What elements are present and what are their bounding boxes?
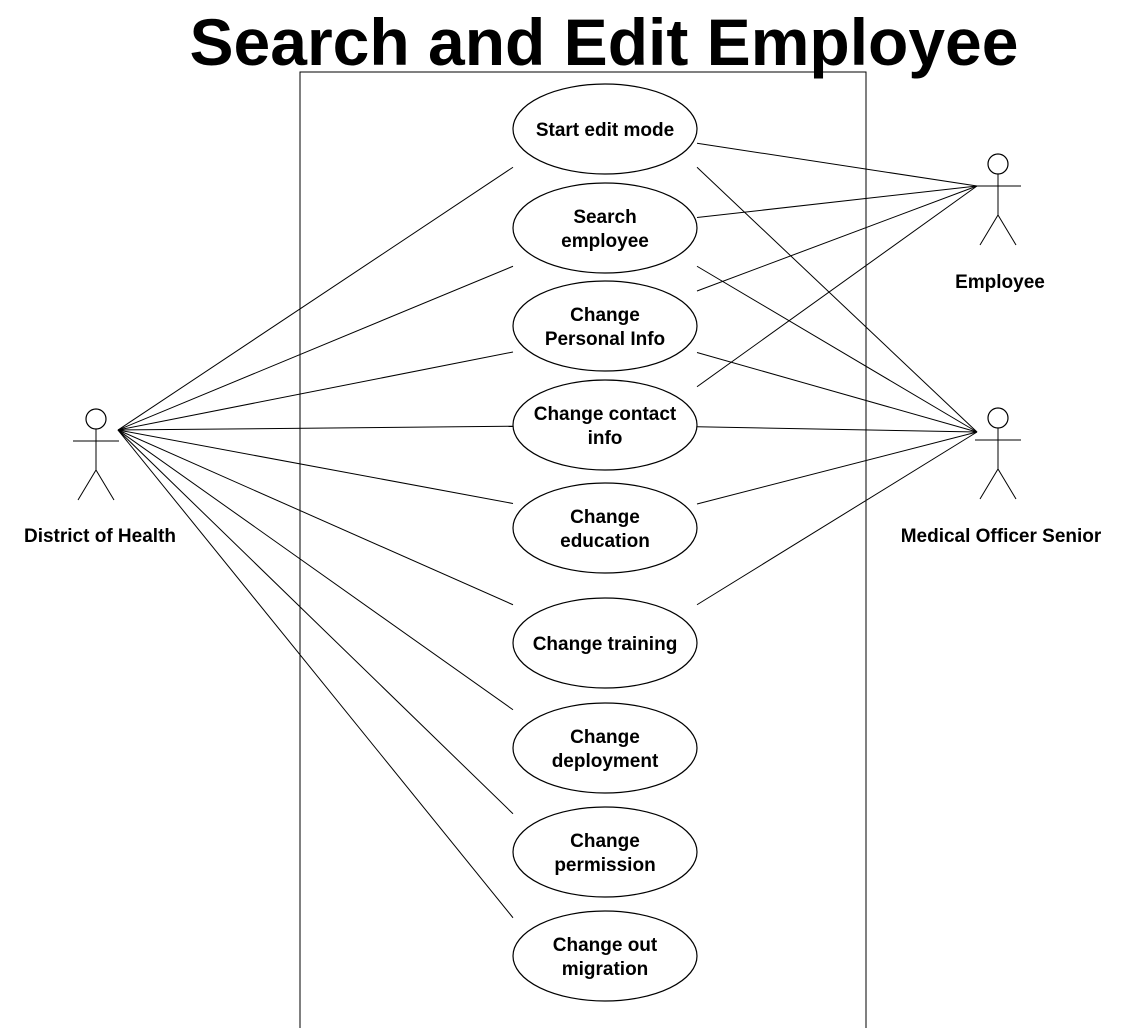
use-case-search: Search employee bbox=[512, 182, 698, 274]
association-doh-migration bbox=[117, 429, 514, 919]
use-case-label: Search bbox=[573, 207, 636, 228]
association-mos-education bbox=[696, 431, 978, 505]
association-doh-permission bbox=[117, 429, 514, 815]
use-case-education: Change education bbox=[512, 482, 698, 574]
use-case-permission: Change permission bbox=[512, 806, 698, 898]
association-mos-start_edit bbox=[696, 166, 978, 433]
use-case-label: employee bbox=[561, 231, 649, 252]
association-mos-personal bbox=[696, 352, 978, 433]
association-doh-deployment bbox=[117, 429, 514, 711]
actor-name: District of Health bbox=[24, 526, 176, 547]
association-emp-search bbox=[696, 185, 978, 218]
use-case-label: Change bbox=[570, 831, 640, 852]
actor-mos: Medical Officer Senior bbox=[901, 407, 1102, 547]
use-case-ellipse bbox=[512, 83, 698, 175]
use-case-ellipse bbox=[512, 182, 698, 274]
diagram-title: Search and Edit Employee bbox=[190, 5, 1019, 79]
actor-emp: Employee bbox=[955, 153, 1045, 293]
use-case-ellipse bbox=[512, 280, 698, 372]
use-case-label: Change bbox=[570, 507, 640, 528]
association-emp-start_edit bbox=[696, 142, 978, 187]
association-doh-start_edit bbox=[117, 166, 514, 431]
use-case-label: Personal Info bbox=[545, 329, 665, 350]
use-case-label: Change bbox=[570, 727, 640, 748]
use-cases: Start edit modeSearchemployeeChangePerso… bbox=[512, 83, 698, 1002]
actor-name: Employee bbox=[955, 272, 1045, 293]
use-case-start_edit: Start edit mode bbox=[512, 83, 698, 175]
use-case-label: Change bbox=[570, 305, 640, 326]
association-doh-education bbox=[117, 429, 514, 504]
use-case-ellipse bbox=[512, 379, 698, 471]
actor-name: Medical Officer Senior bbox=[901, 526, 1102, 547]
stick-figure-icon bbox=[975, 153, 1021, 246]
use-case-contact: Change contact info bbox=[512, 379, 698, 471]
use-case-label: Change out bbox=[553, 935, 658, 956]
use-case-ellipse bbox=[512, 597, 698, 689]
use-case-ellipse bbox=[512, 910, 698, 1002]
use-case-label: deployment bbox=[552, 751, 659, 772]
association-doh-personal bbox=[117, 351, 514, 431]
use-case-ellipse bbox=[512, 482, 698, 574]
association-doh-training bbox=[117, 429, 514, 606]
association-mos-training bbox=[696, 431, 978, 606]
use-case-label: Change contact bbox=[534, 404, 677, 425]
association-emp-personal bbox=[696, 185, 978, 292]
association-lines bbox=[117, 142, 978, 919]
association-doh-search bbox=[117, 265, 514, 431]
use-case-label: permission bbox=[554, 855, 655, 876]
use-case-label: migration bbox=[562, 959, 649, 980]
use-case-label: Change training bbox=[533, 634, 678, 655]
system-boundary bbox=[299, 71, 867, 1028]
association-mos-search bbox=[696, 265, 978, 433]
use-case-ellipse bbox=[512, 702, 698, 794]
association-emp-contact bbox=[696, 185, 978, 388]
stick-figure-icon bbox=[73, 408, 119, 501]
association-doh-contact bbox=[117, 425, 514, 431]
use-case-label: info bbox=[588, 428, 623, 449]
stick-figure-icon bbox=[975, 407, 1021, 500]
use-case-label: Start edit mode bbox=[536, 120, 674, 141]
use-case-label: education bbox=[560, 531, 650, 552]
use-case-training: Change training bbox=[512, 597, 698, 689]
use-case-deployment: Change deployment bbox=[512, 702, 698, 794]
association-mos-contact bbox=[696, 426, 978, 433]
actor-doh: District of Health bbox=[24, 408, 176, 547]
use-case-ellipse bbox=[512, 806, 698, 898]
use-case-migration: Change out migration bbox=[512, 910, 698, 1002]
